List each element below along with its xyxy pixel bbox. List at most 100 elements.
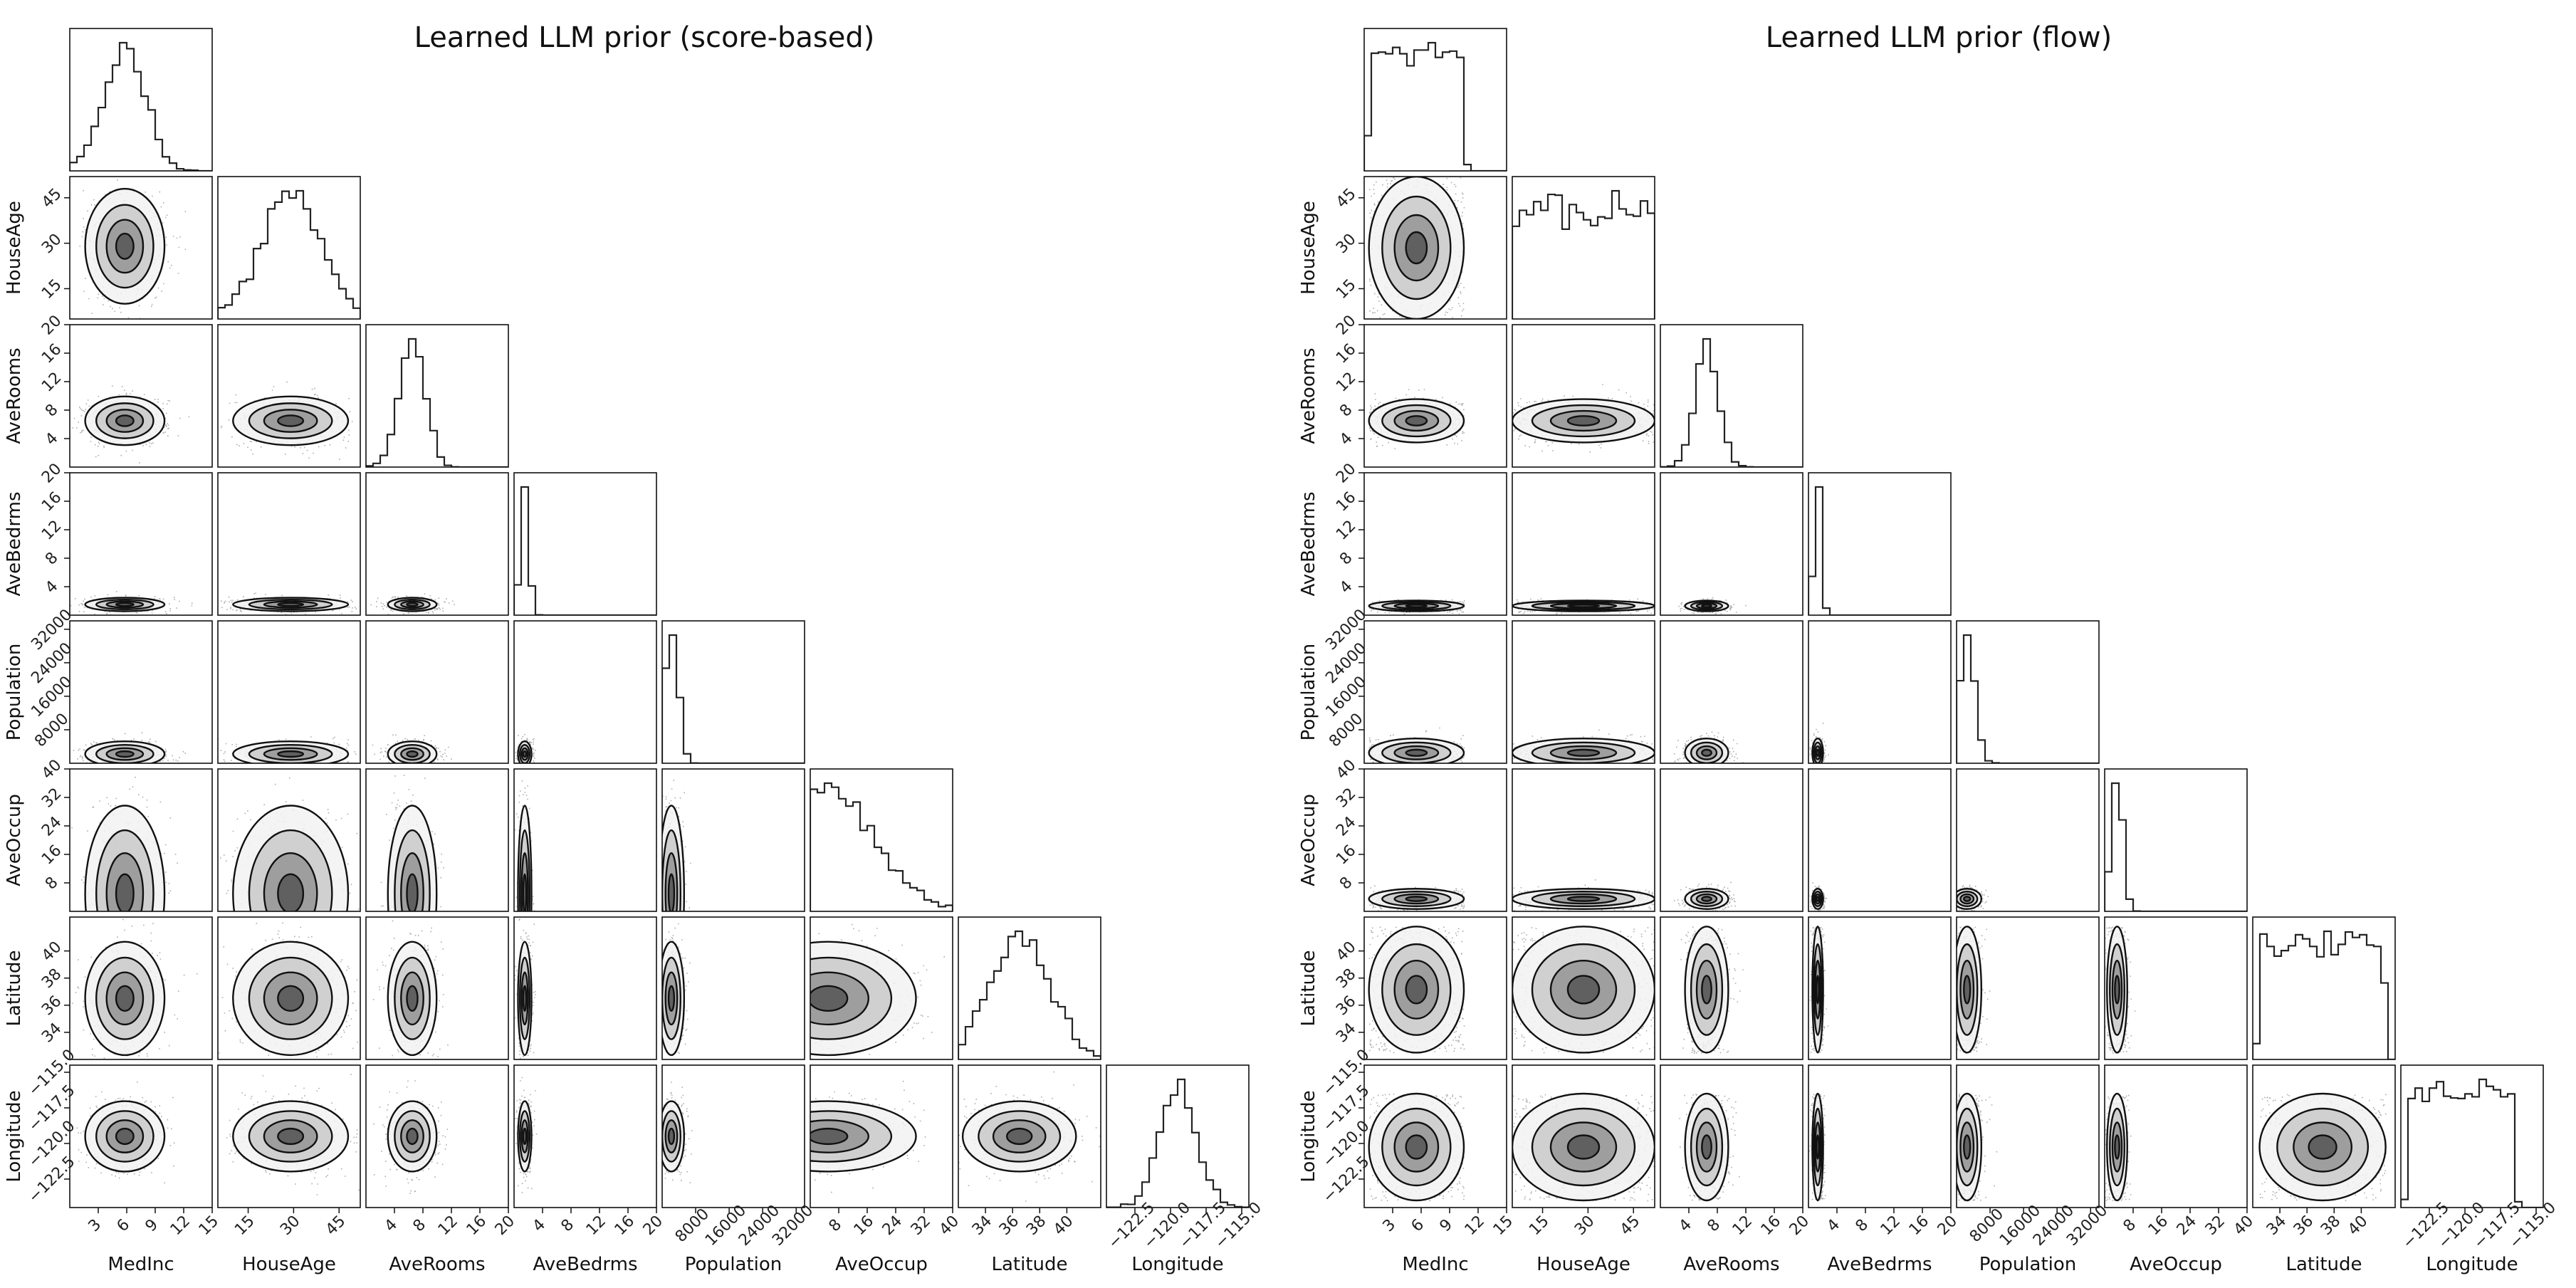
cell-latitude-vs-averooms [1660, 916, 1803, 1060]
contour-level-4 [1405, 748, 1428, 757]
axes-frame [513, 1064, 657, 1208]
cell-medinc-vs-medinc [1363, 28, 1507, 172]
y-tick-label-latitude: 36 [38, 993, 65, 1019]
histogram-avebedrms [1808, 486, 1951, 615]
x-tick-label-aveoccup: 8 [2120, 1216, 2140, 1236]
histogram-medinc [1364, 41, 1507, 171]
cell-latitude-vs-houseage [217, 916, 361, 1060]
axes-frame [365, 768, 509, 912]
y-axis-label-aveoccup: AveOccup [1298, 794, 1319, 886]
x-tick-label-latitude: 36 [996, 1213, 1022, 1239]
y-tick-label-averooms: 16 [1333, 340, 1359, 367]
axes-frame [1956, 768, 2100, 912]
x-tick-label-aveoccup: 40 [2231, 1213, 2257, 1239]
x-tick-label-averooms: 20 [492, 1213, 518, 1239]
cell-avebedrms-vs-averooms [1660, 472, 1803, 616]
x-tick-label-aveoccup: 16 [851, 1213, 877, 1239]
y-tick-label-aveoccup: 40 [38, 756, 65, 782]
contour-level-4 [115, 750, 135, 758]
contour-level-4 [1566, 748, 1601, 757]
axes-frame [661, 916, 805, 1060]
axes-frame [1363, 768, 1507, 912]
axes-frame [1363, 916, 1507, 1060]
y-tick-label-aveoccup: 24 [38, 813, 65, 839]
y-axis-label-aveoccup: AveOccup [4, 794, 25, 886]
x-axis-label-averooms: AveRooms [1683, 1254, 1779, 1275]
axes-frame [513, 916, 657, 1060]
x-tick-label-averooms: 12 [1729, 1213, 1756, 1239]
axes-frame [2252, 916, 2396, 1060]
contour-level-4 [277, 1127, 305, 1146]
x-tick-label-houseage: 45 [1617, 1213, 1643, 1239]
x-axis-label-avebedrms: AveBedrms [1827, 1254, 1932, 1275]
x-tick-label-houseage: 45 [323, 1213, 349, 1239]
axes-frame [69, 176, 213, 320]
contour-level-4 [115, 232, 135, 260]
x-tick-label-aveoccup: 24 [879, 1213, 906, 1239]
y-axis-label-longitude: Longitude [4, 1090, 25, 1182]
cell-averooms-vs-houseage [217, 324, 361, 468]
y-tick-label-averooms: 12 [1333, 369, 1359, 395]
axes-frame [365, 472, 509, 616]
axes-frame [217, 916, 361, 1060]
axes-frame [1808, 472, 1952, 616]
cell-population-vs-houseage [217, 620, 361, 764]
contour-level-4 [406, 985, 419, 1012]
cell-averooms-vs-houseage [1512, 324, 1655, 468]
y-tick-label-latitude: 40 [38, 938, 65, 965]
contour-level-4 [1963, 896, 1972, 902]
y-axis-label-population: Population [4, 644, 25, 741]
cell-population-vs-avebedrms [513, 620, 657, 764]
contour-level-4 [1405, 975, 1428, 1005]
contour-level-4 [115, 985, 135, 1012]
axes-frame [1512, 176, 1655, 320]
cell-aveoccup-vs-houseage [217, 768, 361, 912]
contour-level-4 [115, 602, 135, 607]
cell-aveoccup-vs-avebedrms [513, 768, 657, 912]
x-tick-label-avebedrms: 16 [1906, 1213, 1932, 1239]
y-tick-label-aveoccup: 8 [42, 874, 62, 894]
contour-level-4 [406, 873, 419, 911]
cell-latitude-vs-aveoccup [810, 916, 953, 1060]
y-tick-label-averooms: 12 [38, 369, 65, 395]
x-tick-label-averooms: 8 [1705, 1216, 1724, 1236]
axes-frame [69, 324, 213, 468]
x-axis-label-latitude: Latitude [991, 1254, 1067, 1275]
axes-frame [1660, 768, 1803, 912]
y-tick-label-latitude: 34 [38, 1020, 65, 1046]
x-tick-label-latitude: 36 [2290, 1213, 2317, 1239]
x-tick-label-averooms: 12 [435, 1213, 461, 1239]
x-tick-label-averooms: 20 [1786, 1213, 1813, 1239]
cell-population-vs-avebedrms [1808, 620, 1952, 764]
contour-level-4 [406, 602, 419, 607]
y-tick-label-avebedrms: 8 [1336, 549, 1356, 569]
cell-latitude-vs-population [1956, 916, 2100, 1060]
axes-frame [1363, 176, 1507, 320]
axes-frame [1808, 768, 1952, 912]
x-axis-label-longitude: Longitude [1131, 1254, 1223, 1275]
y-tick-label-averooms: 4 [42, 429, 62, 449]
cell-aveoccup-vs-aveoccup [2104, 768, 2248, 912]
cell-population-vs-averooms [1660, 620, 1803, 764]
axes-frame [1660, 916, 1803, 1060]
axes-frame [513, 620, 657, 764]
x-axis-label-medinc: MedInc [108, 1254, 174, 1275]
x-axis-label-population: Population [1979, 1254, 2077, 1275]
axes-frame [1956, 620, 2100, 764]
y-axis-label-longitude: Longitude [1298, 1090, 1319, 1182]
contour-level-4 [667, 1127, 676, 1146]
x-tick-label-medinc: 12 [1462, 1213, 1488, 1239]
contour-level-4 [810, 985, 849, 1012]
y-tick-label-houseage: 15 [38, 276, 65, 303]
axes-frame [1512, 916, 1655, 1060]
x-axis-label-houseage: HouseAge [1536, 1254, 1630, 1275]
contour-level-4 [810, 1127, 849, 1146]
y-tick-label-averooms: 20 [1333, 312, 1359, 338]
contour-level-4 [1405, 1134, 1428, 1160]
